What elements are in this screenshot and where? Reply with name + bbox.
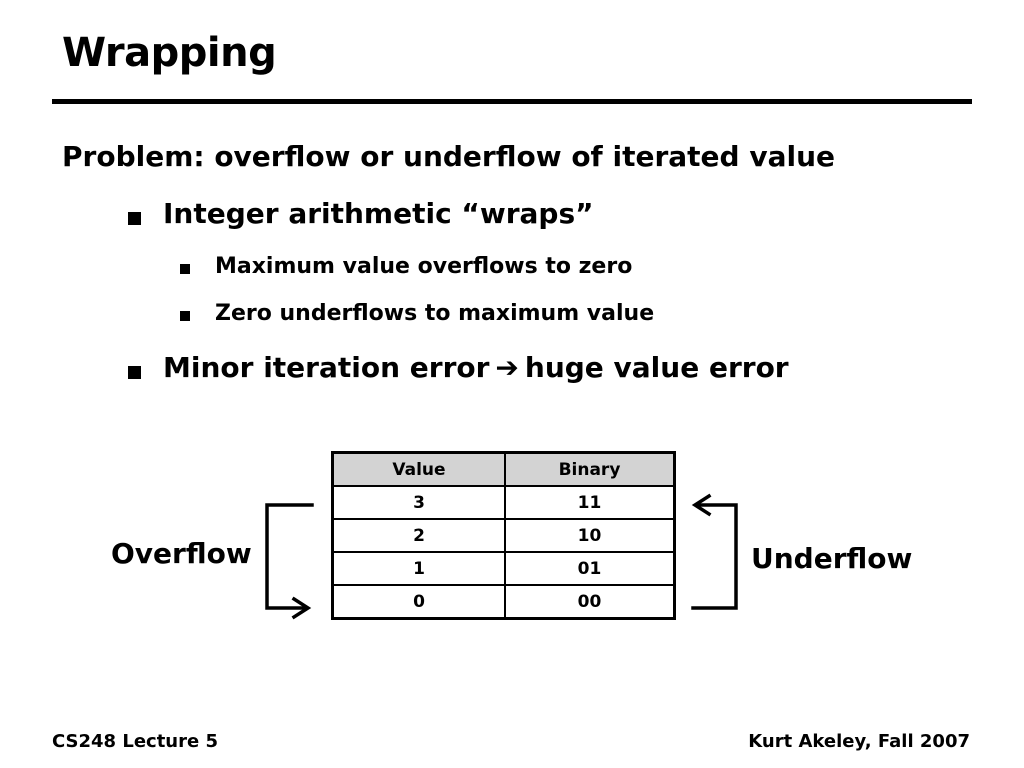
bullet-minor-error: Minor iteration error➔huge value error: [163, 351, 789, 384]
underflow-bracket-arrow-icon: [691, 493, 738, 610]
binary-cell: 01: [504, 551, 676, 586]
column-header-binary: Binary: [504, 451, 676, 487]
sub-bullet-square-icon: [180, 264, 190, 274]
problem-statement: Problem: overflow or underflow of iterat…: [62, 140, 835, 173]
minor-error-start: Minor iteration error: [163, 351, 490, 384]
sub-bullet-zero-underflows: Zero underflows to maximum value: [215, 301, 655, 326]
sub-bullet-max-overflows: Maximum value overflows to zero: [215, 254, 633, 279]
binary-cell: 11: [504, 485, 676, 520]
table-row: 2 10: [331, 518, 676, 553]
binary-cell: 10: [504, 518, 676, 553]
table-row: 0 00: [331, 584, 676, 620]
value-cell: 2: [331, 518, 506, 553]
title-divider: [52, 99, 972, 104]
overflow-label: Overflow: [111, 537, 252, 570]
overflow-bracket-arrow-icon: [265, 503, 314, 620]
value-cell: 3: [331, 485, 506, 520]
bullet-square-icon: [128, 366, 141, 379]
table-row: 3 11: [331, 485, 676, 520]
column-header-value: Value: [331, 451, 506, 487]
footer-course: CS248 Lecture 5: [52, 731, 218, 752]
binary-cell: 00: [504, 584, 676, 620]
bullet-integer-wraps: Integer arithmetic “wraps”: [163, 197, 594, 230]
footer-author: Kurt Akeley, Fall 2007: [748, 731, 970, 752]
underflow-label: Underflow: [751, 542, 913, 575]
value-cell: 1: [331, 551, 506, 586]
bullet-square-icon: [128, 212, 141, 225]
sub-bullet-square-icon: [180, 311, 190, 321]
value-binary-table: Value Binary 3 11 2 10 1 01 0 00: [331, 451, 676, 620]
value-cell: 0: [331, 584, 506, 620]
table-header-row: Value Binary: [331, 451, 676, 487]
minor-error-end: huge value error: [524, 351, 789, 384]
right-arrow-icon: ➔: [495, 351, 519, 384]
slide-title: Wrapping: [62, 30, 277, 76]
table-row: 1 01: [331, 551, 676, 586]
